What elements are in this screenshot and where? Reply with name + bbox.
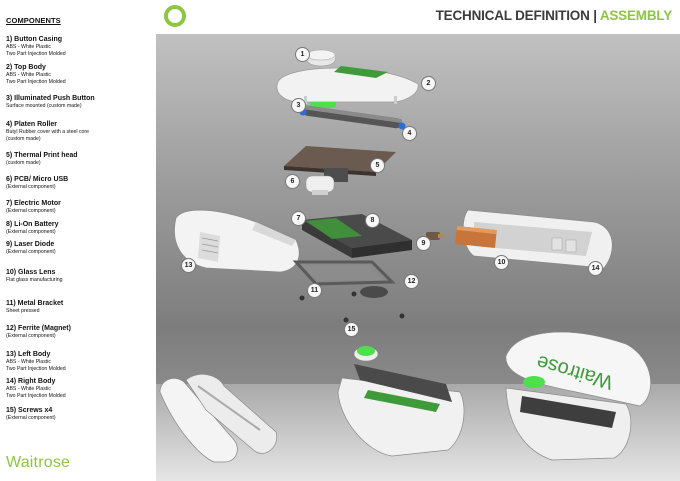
component-name: 15) Screws x4: [6, 407, 53, 414]
component-name: 5) Thermal Print head: [6, 152, 78, 159]
callout-number: 14: [588, 261, 603, 276]
component-name: 9) Laser Diode: [6, 241, 55, 248]
pcb-usb-part: [305, 175, 335, 195]
screws-part: [299, 291, 405, 323]
callout-number: 6: [285, 174, 300, 189]
component-name: 7) Electric Motor: [6, 200, 61, 207]
component-description: Sheet pressed: [6, 308, 40, 314]
title-accent: ASSEMBLY: [599, 8, 672, 23]
component-name: 13) Left Body: [6, 351, 51, 358]
component-description: (External component): [6, 229, 56, 235]
battery-pcb-part: [302, 214, 412, 258]
component-name: 6) PCB/ Micro USB: [6, 176, 69, 183]
component-description: (External component): [6, 184, 56, 190]
component-item: 12) Ferrite (Magnet)(External component): [6, 325, 154, 340]
component-item: 15) Screws x4(External component): [6, 407, 154, 422]
component-name: 10) Glass Lens: [6, 269, 56, 276]
callout-number: 2: [421, 76, 436, 91]
callout-number: 12: [404, 274, 419, 289]
component-description: Two Part Injection Molded: [6, 365, 66, 372]
title-main: TECHNICAL DEFINITION: [435, 8, 590, 23]
button-casing-part: [306, 49, 336, 67]
assembly-stage-internals: [337, 346, 465, 457]
component-name: 4) Platen Roller: [6, 121, 57, 128]
callout-number: 11: [307, 283, 322, 298]
callout-number: 13: [181, 258, 196, 273]
component-description: (custom made): [6, 160, 41, 166]
right-body-part: [455, 209, 613, 269]
component-item: 6) PCB/ Micro USB(External component): [6, 176, 154, 191]
component-description: ABS - White Plastic: [6, 386, 51, 392]
components-heading: COMPONENTS: [6, 16, 61, 25]
component-name: 8) Li-On Battery: [6, 221, 59, 228]
waitrose-logo: Waitrose: [6, 454, 71, 471]
component-description: (custom made): [6, 135, 41, 142]
callout-number: 4: [402, 126, 417, 141]
component-name: 1) Button Casing: [6, 36, 62, 43]
callout-number: 7: [291, 211, 306, 226]
exploded-assembly-render: Waitrose: [159, 49, 651, 463]
title-bar: TECHNICAL DEFINITION | ASSEMBLY: [156, 0, 680, 34]
render-area: TECHNICAL DEFINITION | ASSEMBLY: [156, 0, 680, 481]
component-name: 12) Ferrite (Magnet): [6, 325, 71, 332]
ring-logo-icon: [164, 5, 186, 27]
component-item: 9) Laser Diode(External component): [6, 241, 154, 256]
push-button-and-roller: [299, 102, 406, 130]
component-name: 14) Right Body: [6, 378, 56, 385]
component-name: 2) Top Body: [6, 64, 46, 71]
component-description: (External component): [6, 415, 56, 421]
assembly-stage-final: Waitrose: [505, 331, 651, 461]
component-description: Butyl Rubber cover with a steel core: [6, 129, 90, 135]
component-description: Two Part Injection Molded: [6, 78, 66, 85]
component-description: (External component): [6, 208, 56, 214]
callout-number: 3: [291, 98, 306, 113]
callout-number: 1: [295, 47, 310, 62]
component-name: 11) Metal Bracket: [6, 300, 64, 307]
component-description: Two Part Injection Molded: [6, 50, 66, 57]
component-name: 3) Illuminated Push Button: [6, 95, 95, 102]
component-description: (External component): [6, 249, 56, 255]
component-description: (External component): [6, 333, 56, 339]
component-description: Flat glass manufacturing: [6, 277, 63, 283]
callout-number: 9: [416, 236, 431, 251]
left-body-part: [174, 209, 300, 273]
component-description: Surface mounted (custom made): [6, 103, 82, 109]
component-description: Two Part Injection Molded: [6, 392, 66, 399]
top-body-part: [276, 66, 419, 104]
callout-number: 5: [370, 158, 385, 173]
component-item: 5) Thermal Print head(custom made): [6, 152, 154, 167]
component-description: ABS - White Plastic: [6, 359, 51, 365]
thermal-print-head-part: [284, 146, 396, 182]
metal-bracket-part: [292, 260, 396, 298]
title-separator: |: [593, 8, 597, 23]
callout-number: 10: [494, 255, 509, 270]
component-item: 8) Li-On Battery(External component): [6, 221, 154, 236]
page-title: TECHNICAL DEFINITION | ASSEMBLY: [435, 8, 673, 23]
callout-number: 8: [365, 213, 380, 228]
component-description: ABS - White Plastic: [6, 44, 51, 50]
component-item: 7) Electric Motor(External component): [6, 200, 154, 215]
assembly-stage-open-shell: [159, 373, 278, 463]
component-description: ABS - White Plastic: [6, 72, 51, 78]
callout-number: 15: [344, 322, 359, 337]
